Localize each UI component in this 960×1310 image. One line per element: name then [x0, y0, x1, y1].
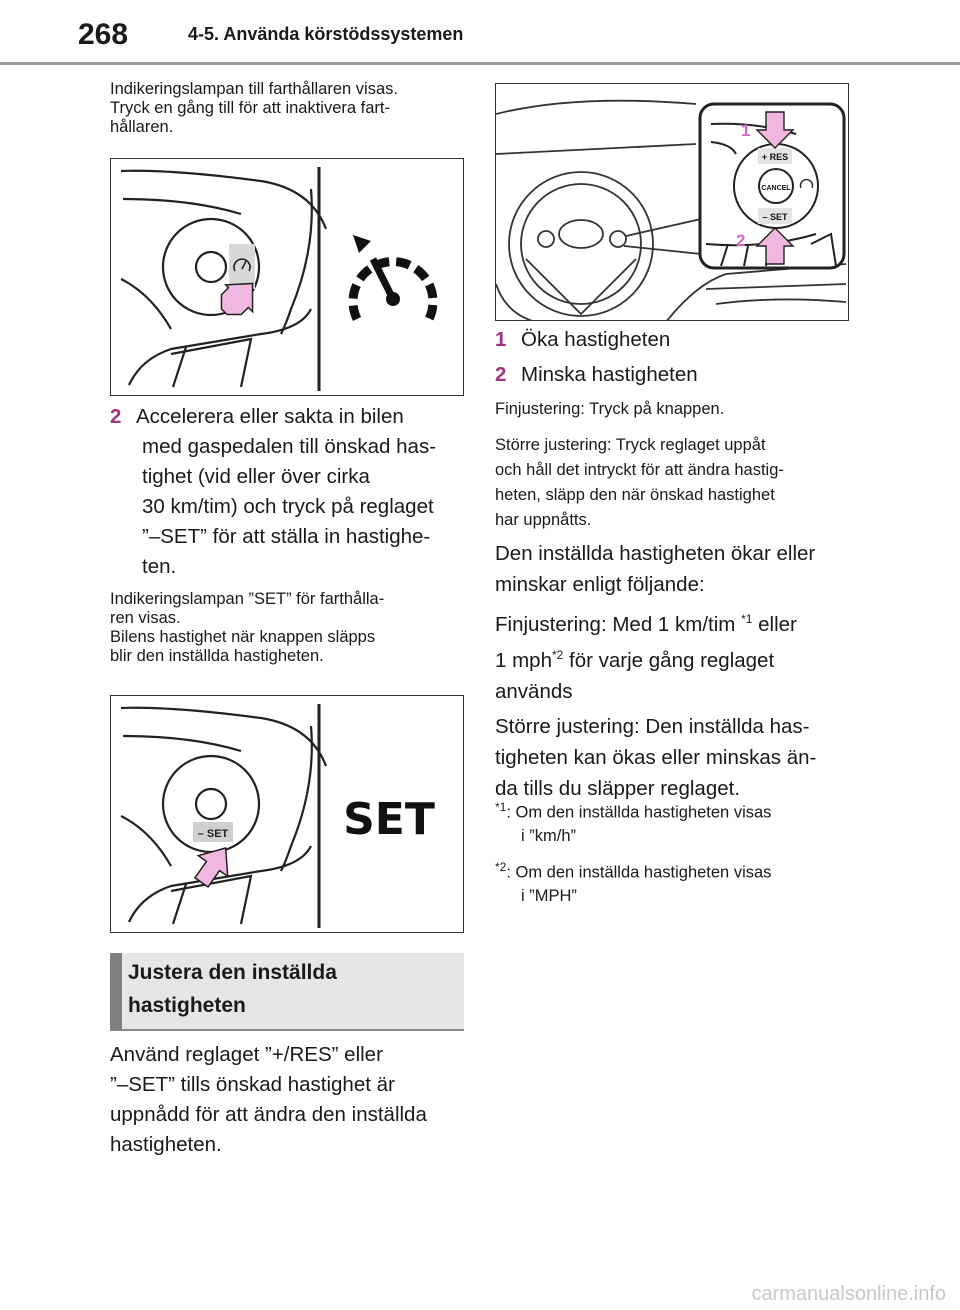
fine-body-line: 1 mph*2 för varje gång reglaget: [495, 640, 865, 676]
cruise-button-icon: [233, 258, 251, 272]
press-arrow-icon: [220, 282, 254, 316]
body-line: används: [495, 679, 573, 703]
body-line: minskar enligt följande:: [495, 573, 705, 596]
body-line: uppnådd för att ändra den inställda: [110, 1103, 427, 1126]
note-line: Bilens hastighet när knappen släpps: [110, 628, 376, 646]
section-title-line: Justera den inställda: [128, 961, 337, 984]
page-number: 268: [78, 18, 129, 51]
watermark: carmanualsonline.info: [751, 1283, 946, 1305]
section-title-line: hastigheten: [128, 994, 246, 1017]
note-line: heten, släpp den när önskad hastighet: [495, 486, 775, 504]
res-button-label: + RES: [762, 152, 788, 162]
set-button-label: – SET: [762, 212, 788, 222]
steering-switch-illustration: [120, 167, 438, 391]
footnote-ref: *1: [741, 612, 753, 626]
body-line: Den inställda hastigheten ökar eller: [495, 542, 816, 565]
body-line: hastigheten.: [110, 1133, 222, 1156]
note-line: ren visas.: [110, 609, 181, 627]
footnote-text: : Om den inställda hastigheten visas: [506, 803, 772, 822]
intro-line: Indikeringslampan till farthållaren visa…: [110, 80, 398, 98]
cruise-control-indicator-icon: [348, 235, 438, 321]
footnote-text: i ”km/h”: [521, 826, 576, 845]
step-line: 30 km/tim) och tryck på reglaget: [142, 495, 434, 518]
footnote-text: : Om den inställda hastigheten visas: [506, 863, 772, 882]
figure-set-switch: – SET SET: [110, 695, 464, 933]
figure-cruise-main-switch: [110, 158, 464, 396]
footnote-ref: *2: [551, 647, 564, 662]
push-up-arrow-icon: [755, 111, 795, 149]
figure-res-set-switch: + RES CANCEL – SET 1 2: [495, 83, 849, 321]
step-line: ten.: [142, 555, 177, 578]
intro-note: Indikeringslampan till farthållaren visa…: [110, 80, 470, 137]
step-line: med gaspedalen till önskad has-: [142, 435, 437, 458]
fine-body-prefix: 1 mph: [495, 648, 552, 672]
fine-body-line: Finjustering: Med 1 km/tim *1 eller: [495, 604, 865, 640]
large-adjust-note: Större justering: Tryck reglaget uppåt o…: [495, 433, 855, 533]
steering-wheel-illustration: + RES CANCEL – SET 1 2: [496, 99, 847, 320]
item-label: Öka hastigheten: [521, 328, 671, 351]
note-line: Större justering: Tryck reglaget uppåt: [495, 436, 766, 454]
section-heading: Justera den inställda hastigheten: [110, 953, 464, 1031]
chapter-title: 4-5. Använda körstödssystemen: [188, 24, 464, 44]
step-line: tighet (vid eller över cirka: [142, 465, 370, 488]
item-1: 1 Öka hastigheten: [495, 325, 855, 355]
step-line: Accelerera eller sakta in bilen: [136, 405, 404, 428]
footnote-mark: *2: [495, 860, 507, 874]
set-button-label: – SET: [198, 828, 229, 840]
note-line: blir den inställda hastigheten.: [110, 647, 324, 665]
item-2: 2 Minska hastigheten: [495, 360, 855, 390]
section-title: Justera den inställda hastigheten: [128, 956, 448, 1022]
cancel-button-label: CANCEL: [761, 185, 791, 192]
step-number: 2: [110, 405, 122, 428]
fine-adjust-note: Finjustering: Tryck på knappen.: [495, 398, 855, 421]
item-number: 2: [495, 363, 507, 386]
cruise-switch-icon: [799, 178, 814, 189]
footnote-mark: *1: [495, 800, 507, 814]
footnote-text: i ”MPH”: [521, 886, 577, 905]
set-switch-illustration: – SET SET: [120, 704, 435, 928]
cruise-button-highlight: [229, 244, 255, 289]
fine-body-prefix: Finjustering: Med 1 km/tim: [495, 612, 742, 636]
set-note: Indikeringslampan ”SET” för farthålla- r…: [110, 590, 470, 666]
set-indicator-label: SET: [343, 794, 435, 845]
set-button-highlight: [193, 822, 233, 842]
note-line: Indikeringslampan ”SET” för farthålla-: [110, 590, 385, 608]
press-arrow-icon: [193, 847, 229, 889]
item-number: 1: [495, 328, 507, 351]
item-label: Minska hastigheten: [521, 363, 698, 386]
intro-line: Tryck en gång till för att inaktivera fa…: [110, 99, 390, 117]
adjust-instruction: Använd reglaget ”+/RES” eller ”–SET” til…: [110, 1040, 470, 1160]
callout-2: 2: [736, 231, 745, 250]
body-line: da tills du släpper reglaget.: [495, 776, 741, 800]
note-line: Finjustering: Tryck på knappen.: [495, 400, 725, 418]
callout-1: 1: [741, 121, 750, 140]
intro-line: hållaren.: [110, 118, 174, 136]
body-line: tigheten kan ökas eller minskas än-: [495, 745, 817, 769]
note-line: har uppnåtts.: [495, 511, 592, 529]
body-line: Större justering: Den inställda has-: [495, 714, 810, 738]
speed-change-text: Den inställda hastigheten ökar eller min…: [495, 538, 865, 804]
note-line: och håll det intryckt för att ändra hast…: [495, 461, 784, 479]
footnote-1: *1: Om den inställda hastigheten visas i…: [495, 796, 855, 848]
step-line: ”–SET” för att ställa in hastighe-: [142, 525, 431, 548]
body-line: Använd reglaget ”+/RES” eller: [110, 1043, 383, 1066]
body-line: ”–SET” tills önskad hastighet är: [110, 1073, 395, 1096]
fine-body-mid: eller: [752, 612, 797, 636]
page-header: 268 4-5. Använda körstödssystemen: [0, 0, 960, 70]
header-rule: [0, 62, 960, 65]
section-bar: [110, 953, 122, 1029]
fine-body-suffix: för varje gång reglaget: [563, 648, 775, 672]
footnote-2: *2: Om den inställda hastigheten visas i…: [495, 856, 855, 908]
zoom-callout-box: [698, 102, 846, 270]
step-2: 2 Accelerera eller sakta in bilen med gas…: [110, 402, 470, 582]
push-down-arrow-icon: [755, 227, 795, 265]
